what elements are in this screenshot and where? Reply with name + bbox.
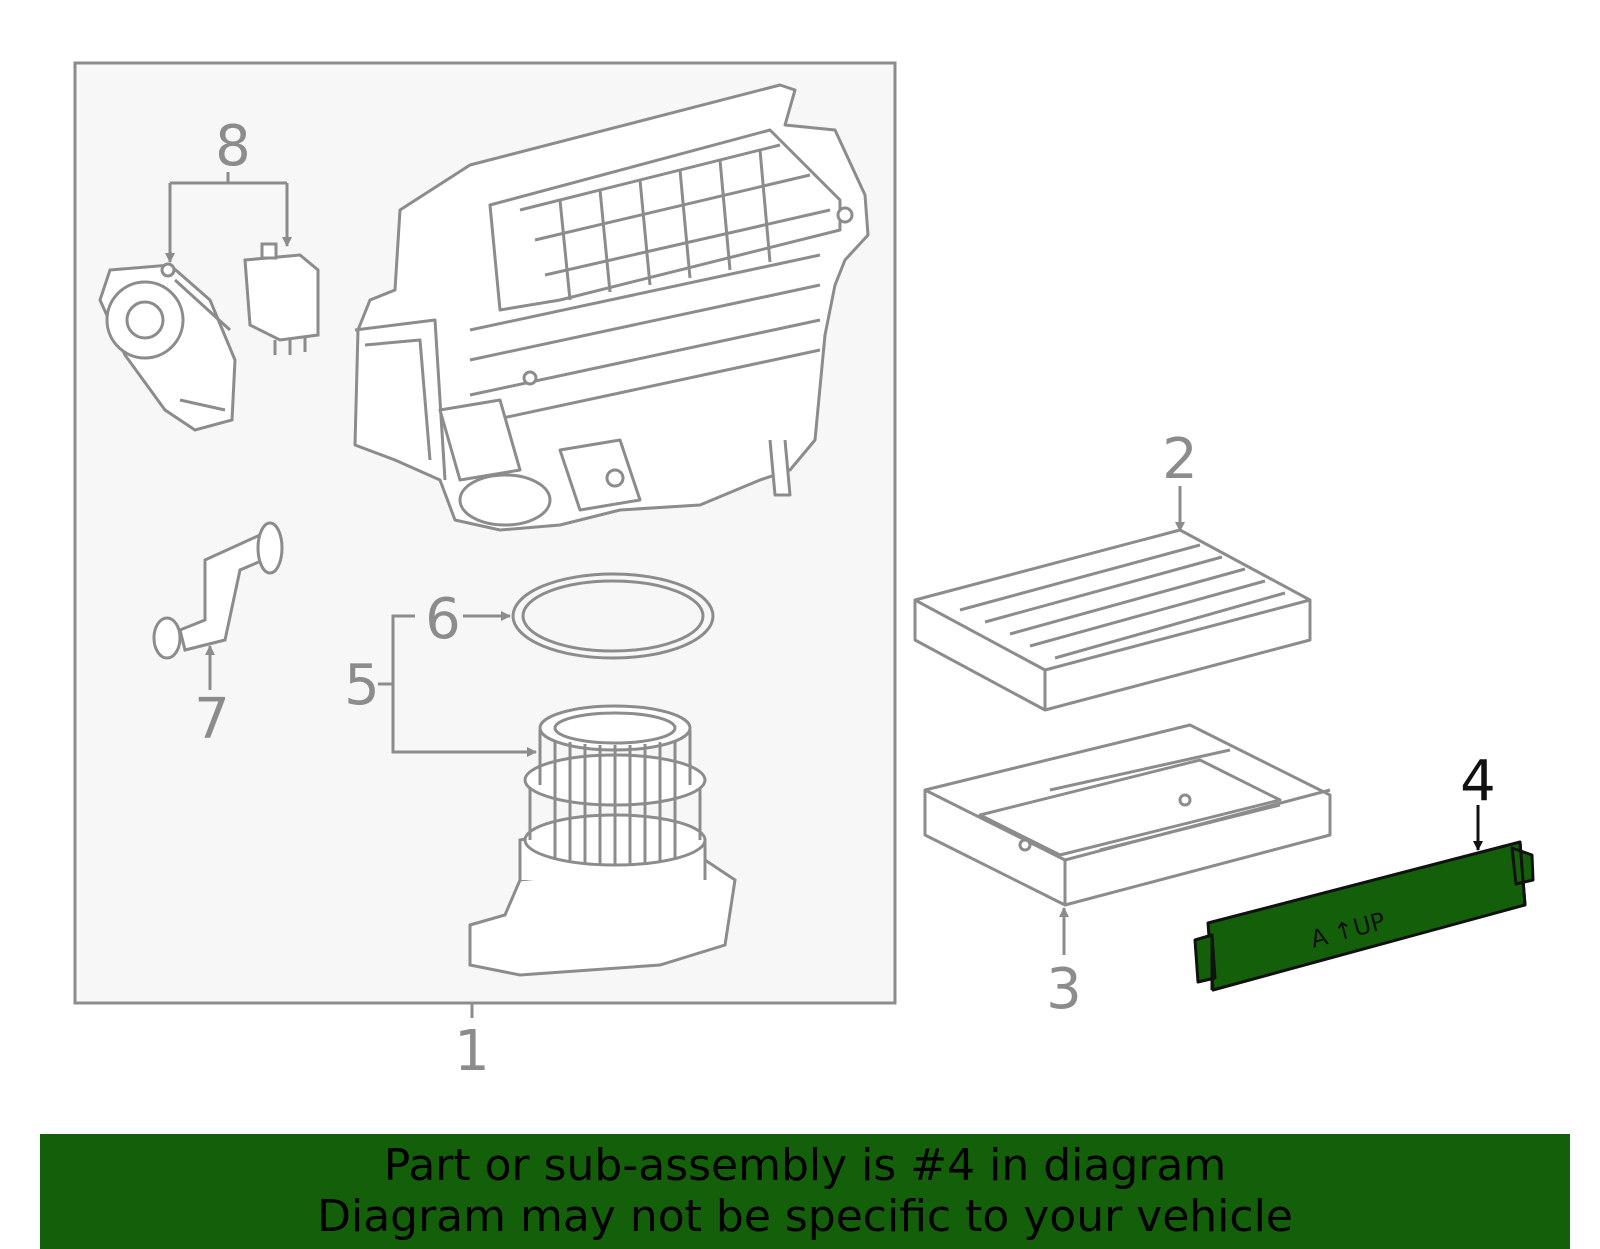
- blower-motor-case: [98, 262, 237, 432]
- callout-4: 4: [1460, 749, 1496, 814]
- filter-tray: [923, 723, 1332, 907]
- bracket-5: [378, 614, 537, 757]
- callout-1: 1: [454, 1019, 490, 1084]
- gasket: [511, 572, 715, 660]
- cabin-filter: [913, 528, 1312, 712]
- callout-5: 5: [344, 653, 380, 718]
- hvac-housing: [353, 83, 870, 532]
- bracket-8: [165, 172, 292, 263]
- callout-6: 6: [425, 587, 461, 652]
- blower-resistor: [243, 242, 320, 355]
- banner-line-2: Diagram may not be specific to your vehi…: [317, 1190, 1293, 1242]
- info-banner: Part or sub-assembly is #4 in diagram Di…: [40, 1134, 1570, 1249]
- banner-line-1: Part or sub-assembly is #4 in diagram: [383, 1139, 1227, 1191]
- callout-2: 2: [1162, 427, 1198, 492]
- duct: [152, 521, 284, 660]
- blower-motor: [468, 704, 737, 977]
- callout-8: 8: [215, 114, 251, 179]
- highlighted-part-cover: [1193, 840, 1535, 992]
- callout-7: 7: [194, 687, 230, 752]
- callout-3: 3: [1046, 957, 1082, 1022]
